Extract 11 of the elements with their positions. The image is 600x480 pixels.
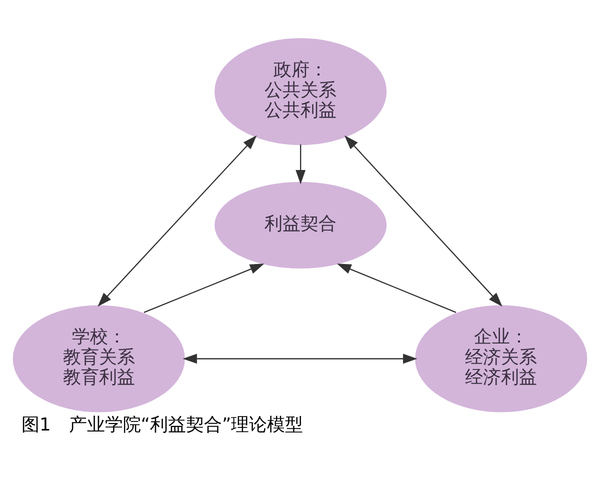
- arrow: [344, 135, 502, 307]
- node-ellipse: 政府： 公共关系 公共利益: [214, 38, 387, 146]
- node-ellipse: 企业： 经济关系 经济利益: [415, 305, 588, 412]
- arrow: [144, 264, 264, 313]
- arrow: [336, 264, 456, 313]
- caption: 图1 产业学院“利益契合”理论模型: [21, 414, 304, 436]
- arrow: [98, 135, 257, 307]
- node-ellipse: 利益契合: [214, 182, 387, 268]
- node-ellipse: 学校： 教育关系 教育利益: [12, 305, 185, 412]
- arrow: [182, 354, 418, 364]
- arrow: [296, 144, 306, 184]
